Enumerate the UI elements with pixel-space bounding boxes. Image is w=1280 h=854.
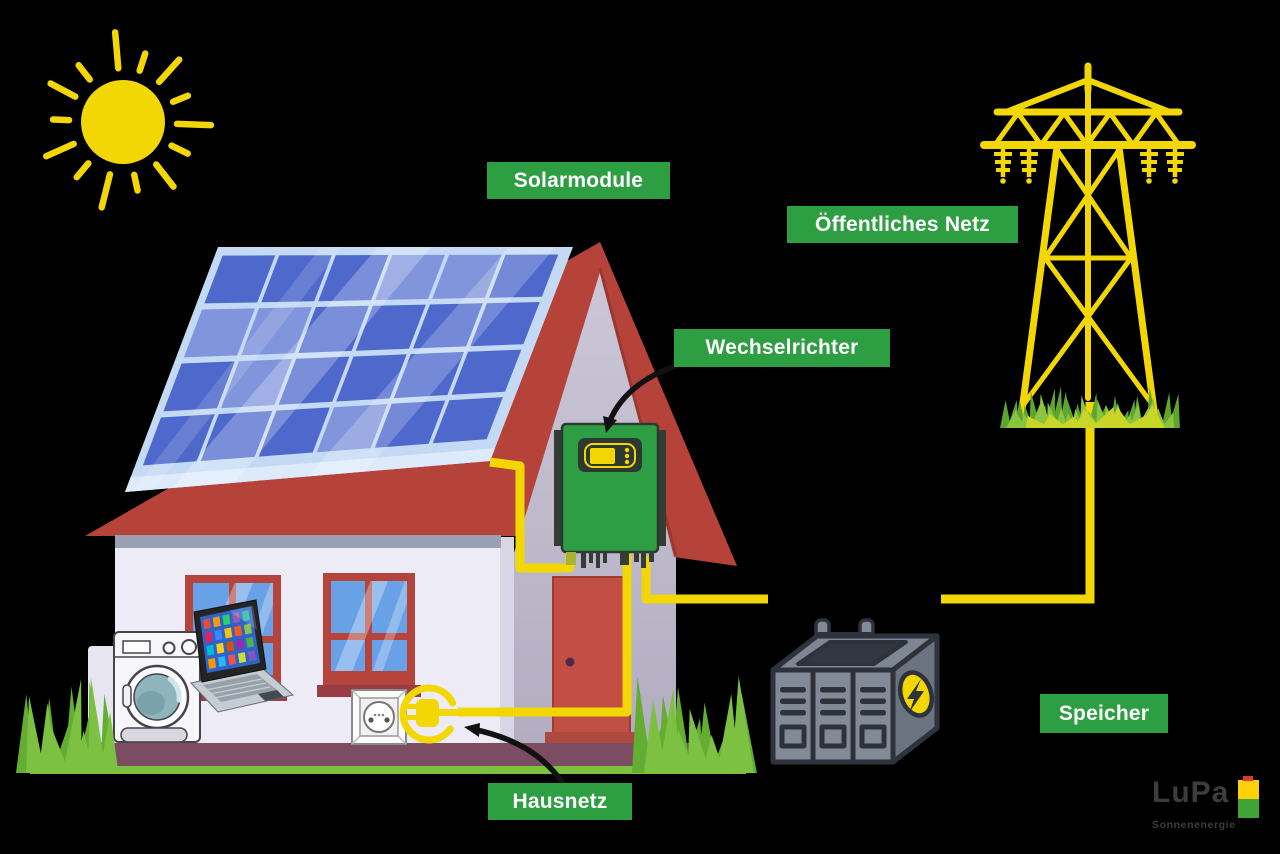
power-socket-icon xyxy=(351,689,407,745)
brand-subtitle: Sonnenenergie xyxy=(1152,819,1236,831)
wire-inverter-to-plug xyxy=(458,554,632,717)
battery-icon xyxy=(770,618,940,765)
roof-right xyxy=(600,242,737,566)
power-pylon-icon xyxy=(980,62,1196,422)
grass-under-pylon xyxy=(1000,386,1180,428)
label-oeffentliches-netz: Öffentliches Netz xyxy=(787,206,1018,243)
laptop-touchpad xyxy=(258,690,284,701)
brand-name: LuPa xyxy=(1152,776,1230,809)
plug-icon xyxy=(399,684,459,744)
ground-strip xyxy=(30,766,746,774)
label-speicher: Speicher xyxy=(1040,694,1168,733)
label-solarmodule: Solarmodule xyxy=(487,162,670,199)
lightning-bolt-icon xyxy=(907,679,924,713)
wire-grid xyxy=(941,402,1095,604)
arrow-to-plug-icon xyxy=(464,723,569,791)
brand-battery-icon xyxy=(1238,776,1260,818)
inverter-connectors xyxy=(566,552,654,568)
sun-icon xyxy=(43,29,215,211)
porch xyxy=(87,743,700,768)
laptop-icon xyxy=(190,599,295,713)
door-knob xyxy=(565,657,575,667)
grass-right xyxy=(632,675,757,773)
arrow-to-inverter-icon xyxy=(603,363,679,433)
solar-panel-icon xyxy=(125,247,573,492)
label-hausnetz: Hausnetz xyxy=(488,783,632,820)
wire-inverter-to-battery xyxy=(641,556,768,604)
washing-machine-icon xyxy=(113,631,201,743)
window-right xyxy=(317,573,421,697)
inverter-icon xyxy=(554,422,666,568)
label-wechselrichter: Wechselrichter xyxy=(674,329,890,367)
grass-left xyxy=(16,677,119,773)
brand-logo: LuPa Sonnenenergie xyxy=(1152,776,1272,831)
